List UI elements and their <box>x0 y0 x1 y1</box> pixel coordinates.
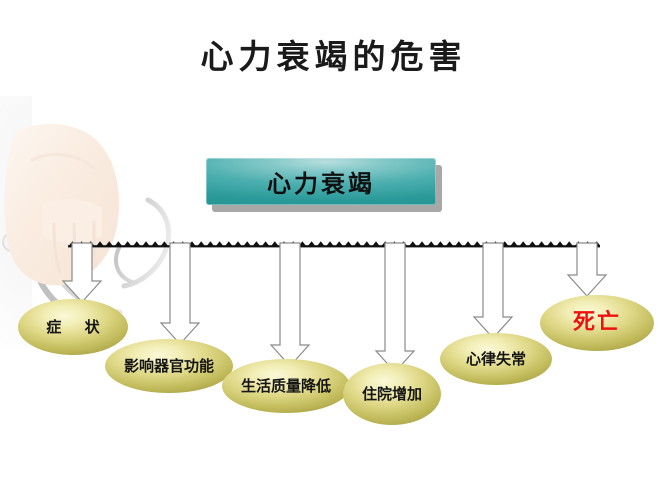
outcome-node-5-label: 心律失常 <box>465 349 526 368</box>
outcome-node-5[interactable]: 心律失常 <box>440 333 552 385</box>
outcome-node-3[interactable]: 生活质量降低 <box>222 359 350 413</box>
central-node: 心力衰竭 <box>206 158 442 212</box>
outcome-node-4[interactable]: 住院增加 <box>343 363 441 425</box>
spiked-horizontal-rule <box>68 241 600 248</box>
outcome-node-3-label: 生活质量降低 <box>240 376 331 395</box>
central-node-box: 心力衰竭 <box>206 158 436 205</box>
outcome-node-2[interactable]: 影响器官功能 <box>105 339 233 393</box>
arrow-to-outcome-6 <box>566 242 608 297</box>
outcome-node-2-label: 影响器官功能 <box>123 356 214 375</box>
outcome-node-4-label: 住院增加 <box>361 384 422 403</box>
page-title: 心力衰竭的危害 <box>200 37 467 76</box>
arrow-to-outcome-1 <box>61 242 103 303</box>
outcome-node-6-label: 死亡 <box>572 309 621 336</box>
arrow-to-outcome-2 <box>159 242 201 345</box>
outcome-node-6[interactable]: 死亡 <box>540 295 654 351</box>
arrow-to-outcome-4 <box>374 242 416 373</box>
arrow-to-outcome-5 <box>472 242 514 339</box>
outcome-node-1[interactable]: 症 状 <box>18 299 128 355</box>
arrow-to-outcome-3 <box>269 242 311 367</box>
central-node-label: 心力衰竭 <box>267 169 375 198</box>
outcome-node-1-label: 症 状 <box>46 317 109 336</box>
